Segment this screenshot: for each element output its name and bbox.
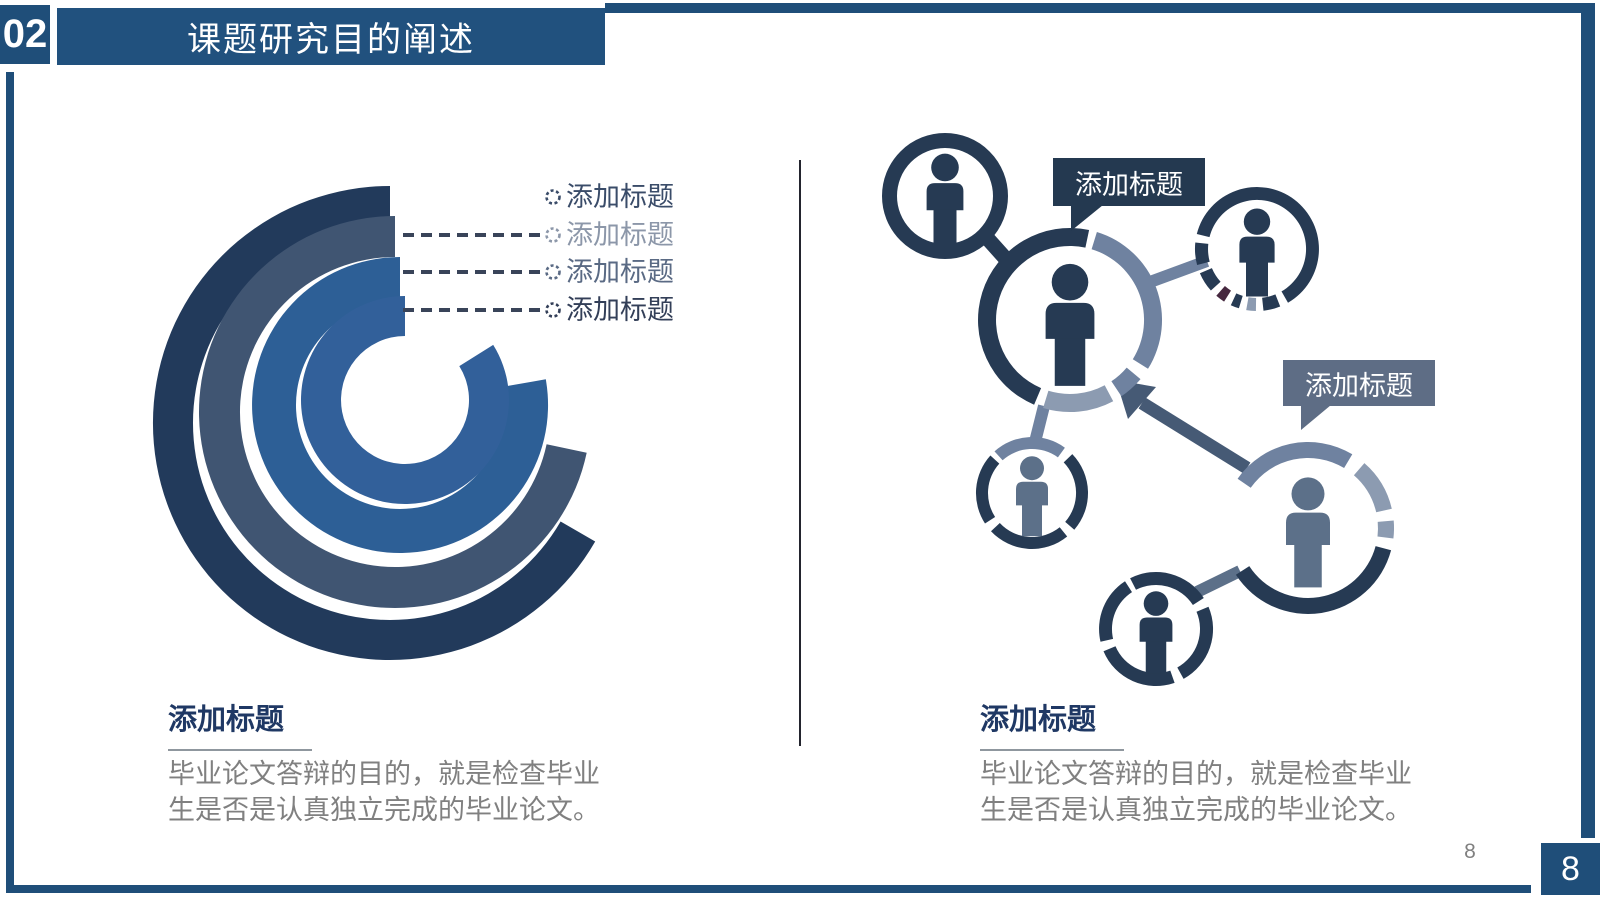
- node-ring-segment: [1237, 442, 1353, 488]
- node-ring-segment: [1103, 646, 1175, 687]
- bullet-circle: [545, 227, 561, 243]
- arc-label-3: 添加标题: [566, 257, 674, 287]
- connector-line: [1194, 565, 1243, 598]
- page-number: 8: [1464, 840, 1476, 863]
- node-ring-segment: [994, 437, 1065, 461]
- spiral-arc-diagram: [152, 186, 596, 660]
- node-ring-segment: [1377, 520, 1395, 539]
- spiral-ring-3: [252, 257, 549, 553]
- node-ring: [882, 133, 1008, 259]
- connector-line: [1029, 404, 1050, 444]
- node-center: [978, 227, 1163, 413]
- left-heading-underline: [168, 749, 312, 751]
- person-icon: [1286, 477, 1330, 588]
- node-bottom-right: [1235, 442, 1395, 614]
- right-block-body: 毕业论文答辩的目的，就是检查毕业生是否是认真独立完成的毕业论文。: [980, 759, 1412, 825]
- node-top-left: [882, 133, 1008, 259]
- slide-border-top: [605, 3, 1595, 13]
- slide-border-right: [1581, 3, 1595, 838]
- node-ring-segment: [1063, 454, 1089, 530]
- node-mid-left: [975, 437, 1089, 549]
- node-ring-segment: [1194, 242, 1210, 265]
- arc-label-4: 添加标题: [566, 295, 674, 325]
- callout-top: 添加标题: [1053, 158, 1205, 231]
- arc-label-1: 添加标题: [566, 182, 674, 212]
- node-ring-segment: [1099, 581, 1132, 642]
- bullet-circle: [545, 189, 561, 205]
- node-ring-segment: [1043, 385, 1114, 413]
- node-ring-segment: [1199, 268, 1221, 291]
- title-bar: 课题研究目的阐述: [57, 8, 605, 65]
- node-ring-segment: [1111, 367, 1141, 397]
- slide-border-left: [6, 72, 14, 892]
- node-ring-segment: [1091, 232, 1163, 369]
- node-ring-segment: [1216, 286, 1231, 302]
- left-block-body: 毕业论文答辩的目的，就是检查毕业生是否是认真独立完成的毕业论文。: [168, 759, 600, 825]
- bullet-circle: [545, 264, 561, 280]
- node-ring-segment: [1235, 546, 1392, 614]
- node-ring-segment: [1230, 293, 1243, 309]
- slide-border-bottom: [6, 885, 1531, 893]
- right-block-heading: 添加标题: [980, 704, 1097, 736]
- person-icon: [1045, 263, 1095, 386]
- node-ring-segment: [1246, 297, 1257, 311]
- left-block-heading: 添加标题: [168, 704, 285, 736]
- person-icon: [1239, 208, 1275, 297]
- right-heading-underline: [980, 749, 1124, 751]
- connector-line: [1138, 397, 1251, 474]
- network-diagram: [882, 133, 1395, 687]
- node-ring-segment: [991, 523, 1068, 549]
- node-bottom: [1099, 571, 1214, 687]
- callout-right: 添加标题: [1283, 360, 1435, 430]
- page-number-badge: 8: [1541, 843, 1600, 895]
- arc-label-2: 添加标题: [566, 220, 674, 250]
- node-ring-segment: [975, 455, 1000, 524]
- person-icon: [926, 153, 964, 246]
- spiral-ring-4: [300, 296, 509, 505]
- page-title: 课题研究目的阐述: [187, 21, 475, 59]
- person-icon: [1016, 456, 1048, 537]
- node-ring-segment: [1262, 294, 1281, 311]
- section-number-badge: 02: [0, 5, 50, 64]
- node-ring-segment: [978, 227, 1090, 405]
- node-ring-segment: [1353, 463, 1392, 513]
- node-top-right: [1194, 187, 1319, 311]
- bullet-circle: [545, 302, 561, 318]
- vertical-divider: [799, 160, 801, 746]
- person-icon: [1139, 591, 1173, 674]
- node-ring-segment: [1177, 606, 1214, 679]
- node-ring-segment: [1130, 571, 1204, 605]
